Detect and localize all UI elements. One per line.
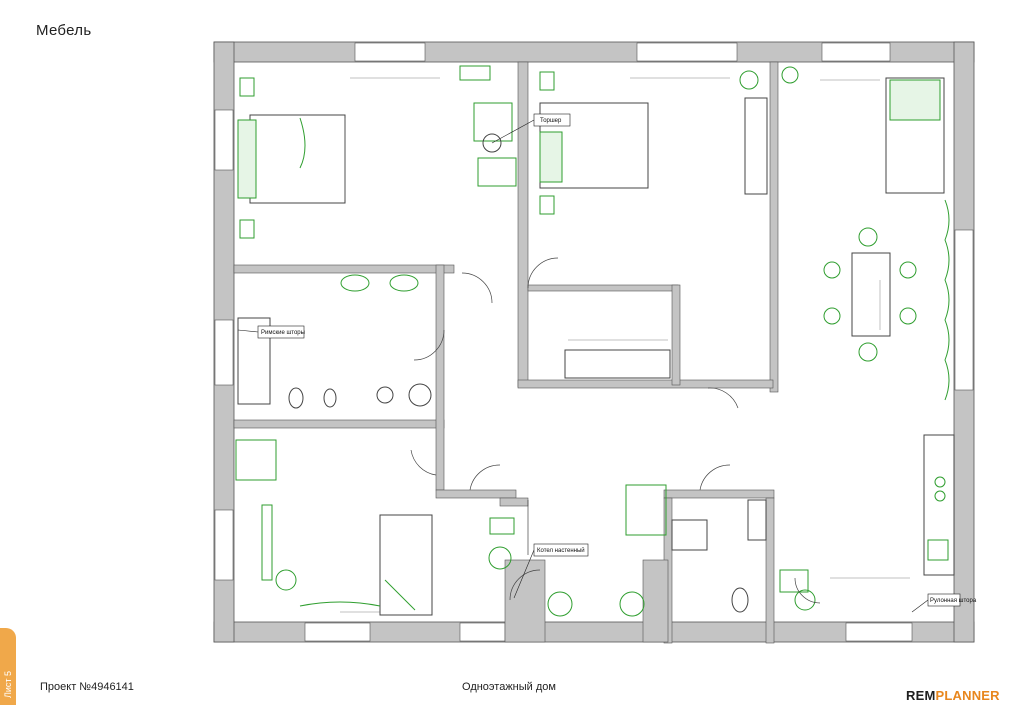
callout-boiler: Котел настенный [513, 543, 589, 599]
windows [214, 42, 974, 642]
sheet-tab-label: Лист 5 [3, 670, 13, 698]
callout-boiler-label: Котел настенный [537, 547, 585, 554]
callout-floor-lamp: Торшер [491, 113, 571, 144]
sheet-tab: Лист 5 [0, 628, 16, 705]
inner-walls [233, 61, 779, 644]
callout-floor-lamp-label: Торшер [540, 118, 562, 124]
house-type: Одноэтажный дом [462, 681, 556, 693]
brand-main: REM [906, 688, 936, 703]
callout-roman-blinds-label: Римские шторы [261, 330, 305, 336]
sheet-title: Мебель [36, 22, 92, 39]
callout-roller-blind: Рулонная штора [911, 593, 977, 613]
callout-roller-blind-label: Рулонная штора [930, 598, 977, 604]
doors [410, 257, 821, 604]
brand-accent: PLANNER [935, 688, 1000, 703]
project-number: Проект №4946141 [40, 681, 134, 693]
brand-logo: REMPLANNER [906, 688, 1000, 703]
callout-roman-blinds: Римские шторы [237, 325, 305, 339]
dimension-lines [340, 77, 910, 613]
furniture [235, 65, 955, 617]
